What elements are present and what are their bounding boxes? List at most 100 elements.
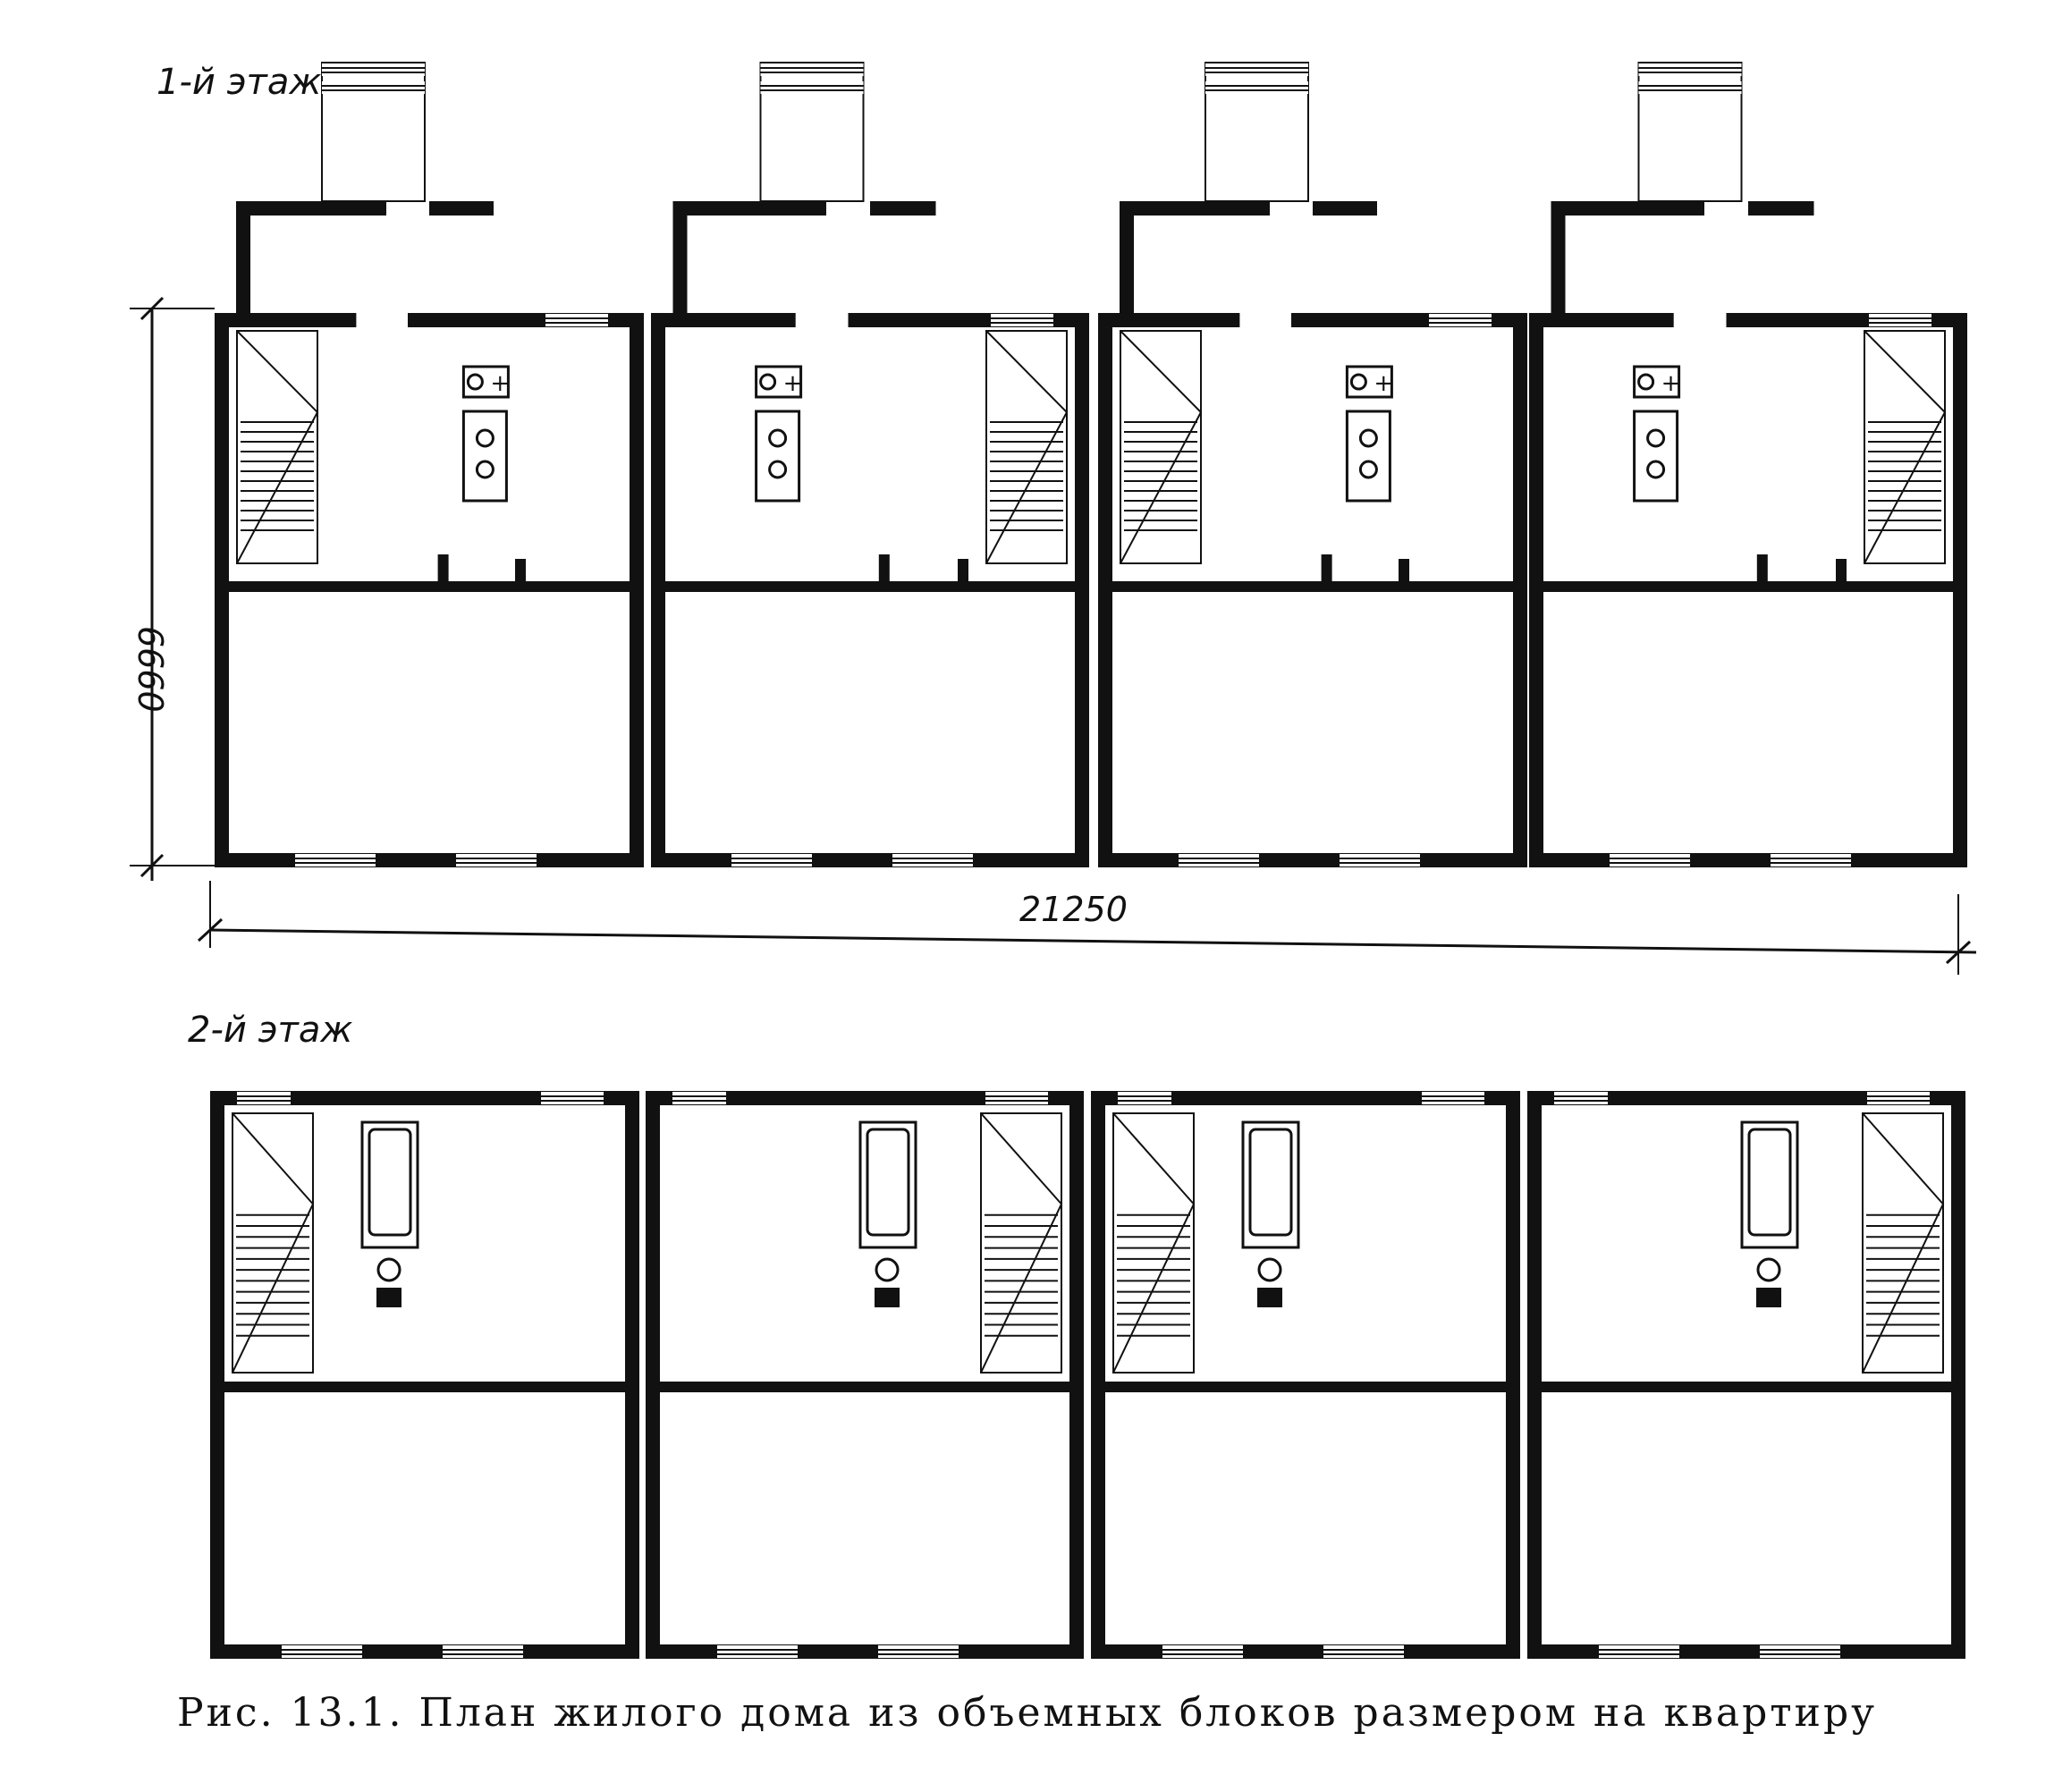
window-icon xyxy=(1118,1092,1171,1104)
wall xyxy=(1527,1382,1965,1392)
floor-1-plan: + + + + xyxy=(215,62,1967,867)
wall xyxy=(1120,201,1270,216)
window-icon xyxy=(1340,854,1420,866)
wall xyxy=(1321,554,1332,590)
window-frame xyxy=(1638,63,1742,76)
wash-basin-icon: + xyxy=(1633,365,1681,399)
bathtub-icon xyxy=(1740,1120,1799,1249)
window-icon xyxy=(1869,314,1931,326)
window-icon xyxy=(322,81,425,94)
window-icon xyxy=(282,1645,362,1658)
wall xyxy=(646,1091,660,1659)
floor-2-unit xyxy=(1527,1091,1965,1659)
wall xyxy=(1098,853,1527,867)
width-dimension: 21250 xyxy=(197,881,1977,975)
wall xyxy=(1506,1091,1520,1659)
wall xyxy=(210,1644,639,1659)
wall xyxy=(236,201,386,216)
window-icon xyxy=(295,854,376,866)
wall xyxy=(215,853,644,867)
wall xyxy=(1098,581,1527,592)
wall xyxy=(1529,853,1967,867)
wall xyxy=(437,554,449,590)
wall xyxy=(1529,581,1967,592)
wash-basin-icon: + xyxy=(755,365,803,399)
wall xyxy=(1527,1644,1965,1659)
stairs-icon xyxy=(1112,1112,1196,1374)
window-frame xyxy=(1869,314,1931,326)
window-frame xyxy=(1162,1645,1243,1658)
stove-icon xyxy=(1633,410,1679,503)
window-frame xyxy=(892,854,973,866)
window-frame xyxy=(1205,81,1308,94)
wash-basin-icon: + xyxy=(1345,365,1393,399)
window-frame xyxy=(541,1092,604,1104)
wall xyxy=(1069,1091,1084,1659)
window-icon xyxy=(541,1092,604,1104)
wall xyxy=(1399,559,1409,590)
wall xyxy=(210,1091,639,1105)
window-icon xyxy=(443,1645,523,1658)
wall xyxy=(1091,1091,1105,1659)
wall xyxy=(672,201,826,216)
figure-caption: Рис. 13.1. План жилого дома из объемных … xyxy=(177,1690,1877,1736)
window-icon xyxy=(1429,314,1492,326)
svg-text:+: + xyxy=(490,370,510,397)
window-frame xyxy=(731,854,812,866)
window-icon xyxy=(892,854,973,866)
window-frame xyxy=(878,1645,959,1658)
window-frame xyxy=(1323,1645,1404,1658)
stove-icon xyxy=(1345,410,1391,503)
window-icon xyxy=(991,314,1053,326)
wall xyxy=(672,201,688,313)
window-icon xyxy=(1638,81,1742,94)
window-frame xyxy=(1429,314,1492,326)
window-frame xyxy=(1340,854,1420,866)
stairs-icon xyxy=(232,1112,315,1374)
window-icon xyxy=(672,1092,726,1104)
window-frame xyxy=(237,1092,291,1104)
window-icon xyxy=(1179,854,1259,866)
window-frame xyxy=(1554,1092,1608,1104)
window-frame xyxy=(1179,854,1259,866)
depth-dimension-label: 6660 xyxy=(131,626,170,713)
wall xyxy=(646,1644,1084,1659)
window-icon xyxy=(545,314,608,326)
wall xyxy=(1120,201,1134,313)
stairs-icon xyxy=(1864,330,1947,564)
window-icon xyxy=(985,1092,1048,1104)
svg-text:+: + xyxy=(1661,370,1681,397)
window-icon xyxy=(1205,63,1308,76)
floor-1-unit: + xyxy=(1529,62,1967,867)
wall xyxy=(1098,313,1240,327)
window-icon xyxy=(760,81,864,94)
window-icon xyxy=(1760,1645,1840,1658)
stairs-icon xyxy=(985,330,1069,564)
stairs-icon xyxy=(1862,1112,1945,1374)
window-frame xyxy=(1599,1645,1679,1658)
wash-basin-icon: + xyxy=(461,365,510,399)
wall xyxy=(215,313,357,327)
window-icon xyxy=(1867,1092,1930,1104)
stove-icon xyxy=(755,410,801,503)
window-frame xyxy=(1610,854,1690,866)
floor-2-plan xyxy=(210,1091,1965,1659)
wall xyxy=(646,1091,1084,1105)
svg-text:+: + xyxy=(783,370,803,397)
window-frame xyxy=(760,63,864,76)
wall xyxy=(646,1382,1084,1392)
toilet-icon xyxy=(1756,1257,1781,1307)
wall xyxy=(1313,201,1377,216)
toilet-tank xyxy=(376,1288,402,1307)
wall xyxy=(210,1091,224,1659)
floor-1-label: 1-й этаж xyxy=(156,62,321,103)
window-icon xyxy=(1599,1645,1679,1658)
wall xyxy=(210,1382,639,1392)
window-frame xyxy=(282,1645,362,1658)
window-icon xyxy=(1638,63,1742,76)
wall xyxy=(1551,201,1704,216)
wall xyxy=(1527,1091,1542,1659)
floor-1-unit: + xyxy=(1098,62,1527,867)
toilet-tank xyxy=(1756,1288,1781,1307)
